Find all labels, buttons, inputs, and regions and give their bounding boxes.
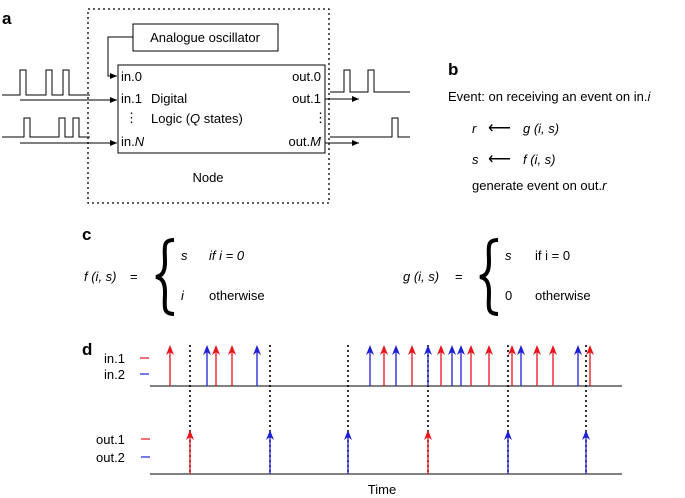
outM-label: out.M bbox=[288, 134, 321, 149]
inN-label: in.N bbox=[121, 134, 145, 149]
f-case2-val: i bbox=[181, 288, 185, 303]
node-label: Node bbox=[192, 170, 223, 185]
input-event-arrow bbox=[457, 345, 465, 386]
in1-label: in.1 bbox=[121, 91, 142, 106]
input-event-arrow bbox=[166, 345, 174, 386]
input-event-arrow bbox=[574, 345, 582, 386]
out-vdots: ⋮ bbox=[314, 110, 327, 125]
input-event-arrow bbox=[424, 345, 432, 386]
input-event-arrow bbox=[392, 345, 400, 386]
g-lhs: g (i, s) bbox=[403, 269, 439, 284]
input-event-arrow bbox=[380, 345, 388, 386]
input-event-arrow bbox=[253, 345, 261, 386]
output-pulse-train-1 bbox=[330, 69, 410, 93]
input-event-arrow bbox=[408, 345, 416, 386]
g-case2-val: 0 bbox=[505, 288, 512, 303]
event-arrows-layer bbox=[166, 345, 594, 474]
input-event-arrow bbox=[437, 345, 445, 386]
legend-in1: in.1 bbox=[104, 351, 125, 366]
f-equals: = bbox=[130, 269, 138, 284]
oscillator-label: Analogue oscillator bbox=[150, 30, 261, 45]
logic-line-2: Logic (Q states) bbox=[151, 111, 243, 126]
input-event-arrow bbox=[517, 345, 525, 386]
rule-r-rhs: g (i, s) bbox=[523, 121, 559, 136]
input-event-arrow bbox=[485, 345, 493, 386]
oscillator-box bbox=[132, 23, 279, 52]
input-pulse-train-1 bbox=[2, 69, 90, 96]
oscillator-arrow bbox=[107, 36, 133, 79]
output-pulse-train-2 bbox=[330, 117, 410, 138]
g-equals: = bbox=[455, 269, 463, 284]
panel-label-b: b bbox=[448, 60, 458, 79]
g-case1-val: s bbox=[505, 248, 512, 263]
input-pulse-train-2 bbox=[2, 117, 90, 138]
out0-label: out.0 bbox=[292, 69, 321, 84]
g-brace bbox=[479, 238, 499, 316]
f-case2-cond: otherwise bbox=[209, 288, 265, 303]
legend-out2: out.2 bbox=[96, 450, 125, 465]
g-case1-cond: if i = 0 bbox=[535, 248, 570, 263]
input-event-arrow bbox=[549, 345, 557, 386]
event-rule-line: Event: on receiving an event on in.i bbox=[448, 89, 651, 104]
logic-box bbox=[117, 64, 326, 154]
panel-label-a: a bbox=[2, 9, 12, 28]
rule-r-arrow: ⟵ bbox=[488, 120, 511, 137]
f-case1-cond: if i = 0 bbox=[209, 248, 245, 263]
output-event-arrow bbox=[424, 430, 432, 474]
output-event-arrow bbox=[186, 430, 194, 474]
time-label: Time bbox=[368, 482, 396, 497]
legend-in2: in.2 bbox=[104, 367, 125, 382]
panel-label-d: d bbox=[82, 340, 92, 359]
output-event-arrow bbox=[582, 430, 590, 474]
rule-s-rhs: f (i, s) bbox=[523, 152, 556, 167]
in-vdots: ⋮ bbox=[125, 110, 138, 125]
panel-label-c: c bbox=[82, 225, 91, 244]
g-case2-cond: otherwise bbox=[535, 288, 591, 303]
output-event-arrow bbox=[504, 430, 512, 474]
in0-label: in.0 bbox=[121, 69, 142, 84]
generate-line: generate event on out.r bbox=[472, 178, 607, 193]
logic-line-1: Digital bbox=[151, 91, 187, 106]
legend-out1: out.1 bbox=[96, 432, 125, 447]
input-event-arrow bbox=[203, 345, 211, 386]
node-boundary bbox=[87, 8, 330, 204]
input-event-arrow bbox=[467, 345, 475, 386]
f-lhs: f (i, s) bbox=[84, 269, 117, 284]
rule-s-lhs: s bbox=[472, 152, 479, 167]
input-event-arrow bbox=[366, 345, 374, 386]
rule-s-arrow: ⟵ bbox=[488, 151, 511, 168]
input-event-arrow bbox=[448, 345, 456, 386]
input-event-arrow bbox=[228, 345, 236, 386]
rule-r-lhs: r bbox=[472, 121, 477, 136]
input-event-arrow bbox=[586, 345, 594, 386]
input-event-arrow bbox=[533, 345, 541, 386]
output-event-arrow bbox=[344, 430, 352, 474]
input-event-arrow bbox=[508, 345, 516, 386]
f-brace bbox=[155, 238, 175, 316]
input-event-arrow bbox=[212, 345, 220, 386]
out1-label: out.1 bbox=[292, 91, 321, 106]
output-event-arrow bbox=[266, 430, 274, 474]
f-case1-val: s bbox=[181, 248, 188, 263]
